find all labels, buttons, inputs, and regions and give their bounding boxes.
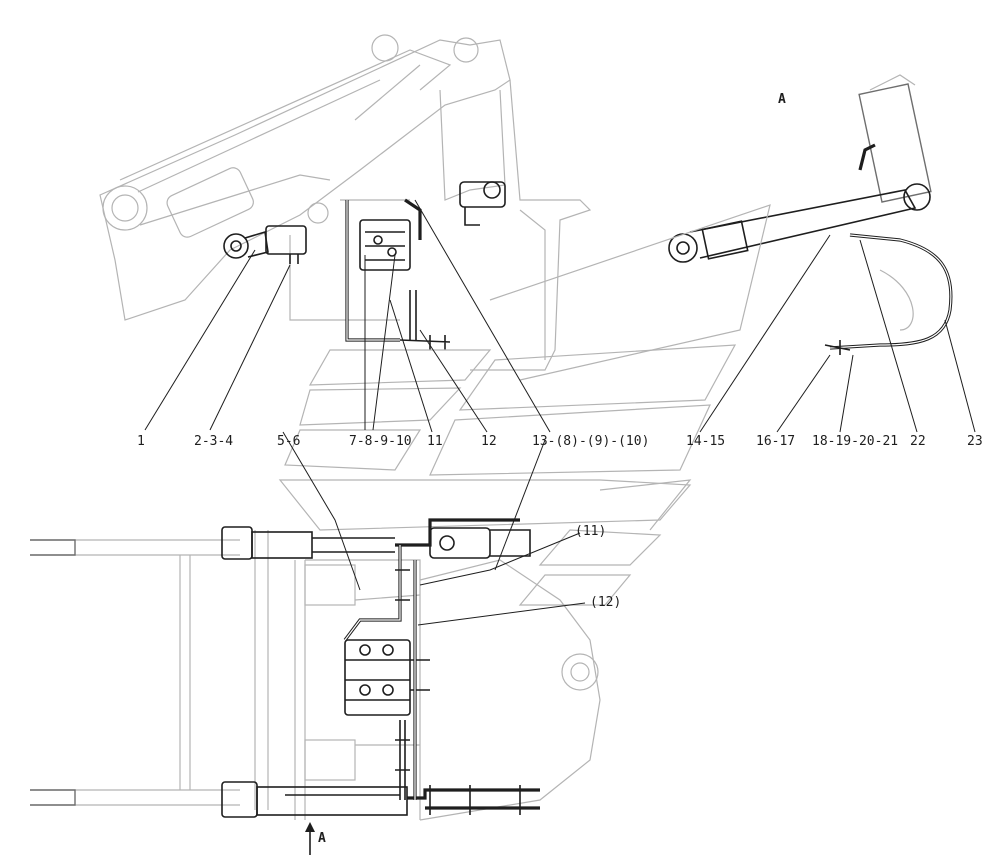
view-label-bottom: A [318, 831, 326, 846]
view-label-top: A [778, 92, 786, 107]
callout-18-19-20-21: 18-19-20-21 [812, 434, 898, 449]
callout-14-15: 14-15 [686, 434, 725, 449]
callout-23: 23 [967, 434, 983, 449]
frame-plan-view [30, 530, 601, 821]
callout-5-6: 5-6 [277, 434, 300, 449]
leader-lines [144, 199, 976, 626]
tilt-cylinder-upper [223, 225, 307, 264]
callout-12: 12 [481, 434, 497, 449]
callout-13: 13-(8)-(9)-(10) [532, 434, 649, 449]
callout-11-plan: (11) [575, 524, 606, 539]
section-hatching [278, 204, 771, 606]
callout-2-3-4: 2-3-4 [194, 434, 233, 449]
control-valve-upper [345, 198, 451, 350]
boom-cylinder-detail-view [668, 74, 953, 355]
callout-16-17: 16-17 [756, 434, 795, 449]
callout-7-8-9-10: 7-8-9-10 [349, 434, 412, 449]
boom-frame-side-view [99, 34, 592, 371]
lift-cylinder-lower-plan [30, 781, 540, 818]
view-arrow [305, 822, 315, 855]
callout-12-plan: (12) [590, 595, 621, 610]
callout-11: 11 [427, 434, 443, 449]
callout-1: 1 [137, 434, 145, 449]
callout-22: 22 [910, 434, 926, 449]
hydraulic-piping-plan [343, 545, 417, 800]
upper-pivot-bracket [459, 181, 506, 226]
control-valve-plan [344, 639, 430, 716]
callout-labels: A A 1 2-3-4 5-6 7-8-9-10 11 12 13-(8)-(9… [137, 92, 983, 846]
